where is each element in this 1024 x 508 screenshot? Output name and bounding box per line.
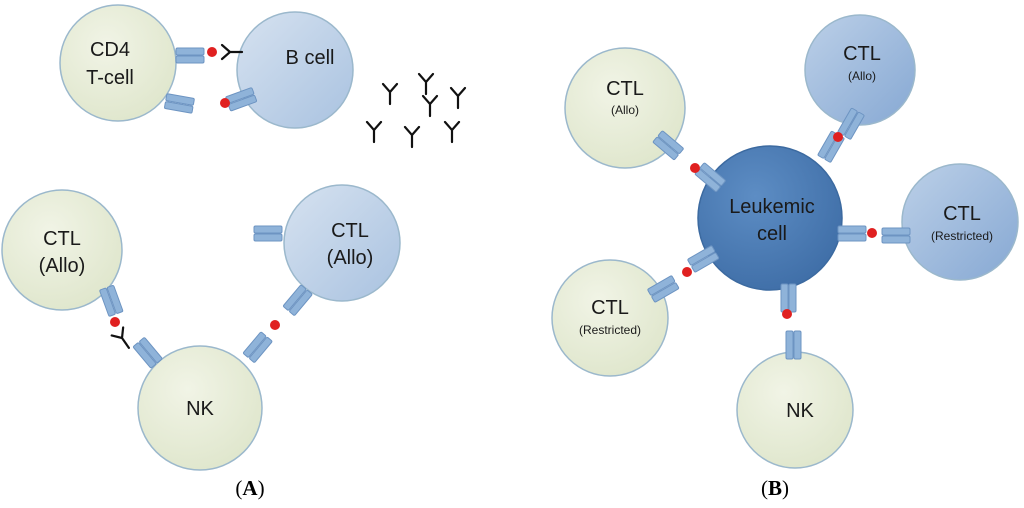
leukemic-receptor-bottom bbox=[780, 283, 797, 313]
panel-b-label: (B) bbox=[761, 476, 789, 500]
ctl-bottom-left-restricted: CTL (Restricted) bbox=[551, 259, 669, 377]
panel-b: CTL (Allo) CTL (Allo) Leukemic cell bbox=[551, 14, 1019, 500]
nk-cell-a: NK bbox=[137, 345, 263, 471]
ctl-top-left-allo: CTL (Allo) bbox=[564, 47, 686, 169]
leukemic-receptor-bottom-left bbox=[686, 244, 720, 273]
antigen-dot bbox=[207, 47, 217, 57]
antigen-dot bbox=[867, 228, 877, 238]
b-cell: B cell bbox=[236, 11, 354, 129]
panel-a: CD4 T-cell B cell CTL bbox=[1, 4, 467, 500]
bcell-label: B cell bbox=[286, 47, 335, 69]
cd4-label-line2: T-cell bbox=[86, 67, 134, 89]
cd4-receptor-upper bbox=[175, 47, 205, 64]
leukemic-line1: Leukemic bbox=[729, 196, 815, 218]
antigen-dot bbox=[270, 320, 280, 330]
ctl-top-right-allo: CTL (Allo) bbox=[804, 14, 916, 126]
leukemic-line2: cell bbox=[757, 223, 787, 245]
nk-label-a: NK bbox=[186, 398, 214, 420]
ctl-top-left-line2: (Allo) bbox=[611, 103, 639, 117]
antigen-dot bbox=[220, 98, 230, 108]
antibody-icon bbox=[110, 326, 136, 353]
ctl-right-restricted: CTL (Restricted) bbox=[901, 163, 1019, 281]
ctl-bottom-left-line1: CTL bbox=[591, 297, 629, 319]
antigen-dot bbox=[682, 267, 692, 277]
antigen-dot bbox=[782, 309, 792, 319]
secreted-antibodies bbox=[365, 72, 467, 149]
nk-receptor-right bbox=[242, 331, 273, 364]
cd4-label-line1: CD4 bbox=[90, 39, 130, 61]
panel-a-label: (A) bbox=[235, 476, 264, 500]
ctl-left-receptor bbox=[98, 284, 124, 318]
ctl-right-restricted-line2: (Restricted) bbox=[931, 229, 993, 243]
ctl-right-label-line1: CTL bbox=[331, 220, 369, 242]
ctl-left-label-line2: (Allo) bbox=[39, 255, 86, 277]
antigen-dot bbox=[110, 317, 120, 327]
leukemic-receptor-right bbox=[837, 225, 867, 242]
cd4-receptor-lower bbox=[163, 93, 195, 114]
antigen-dot bbox=[690, 163, 700, 173]
ctl-left-label-line1: CTL bbox=[43, 228, 81, 250]
ctl-left-allo: CTL (Allo) bbox=[1, 189, 123, 311]
ctl-top-right-line1: CTL bbox=[843, 43, 881, 65]
nk-label-b: NK bbox=[786, 400, 814, 422]
nk-b-receptor bbox=[785, 330, 802, 360]
ctl-right-allo: CTL (Allo) bbox=[283, 184, 401, 302]
ctl-right-restricted-receptor bbox=[881, 227, 911, 244]
ctl-right-receptor-left bbox=[253, 225, 283, 242]
ctl-right-label-line2: (Allo) bbox=[327, 247, 374, 269]
antigen-dot bbox=[833, 132, 843, 142]
ctl-right-restricted-line1: CTL bbox=[943, 203, 981, 225]
ctl-bottom-left-line2: (Restricted) bbox=[579, 323, 641, 337]
ctl-top-left-line1: CTL bbox=[606, 78, 644, 100]
nk-cell-b: NK bbox=[736, 351, 854, 469]
cd4-t-cell: CD4 T-cell bbox=[59, 4, 177, 122]
ctl-top-right-line2: (Allo) bbox=[848, 69, 876, 83]
leukemic-cell: Leukemic cell bbox=[697, 145, 843, 291]
